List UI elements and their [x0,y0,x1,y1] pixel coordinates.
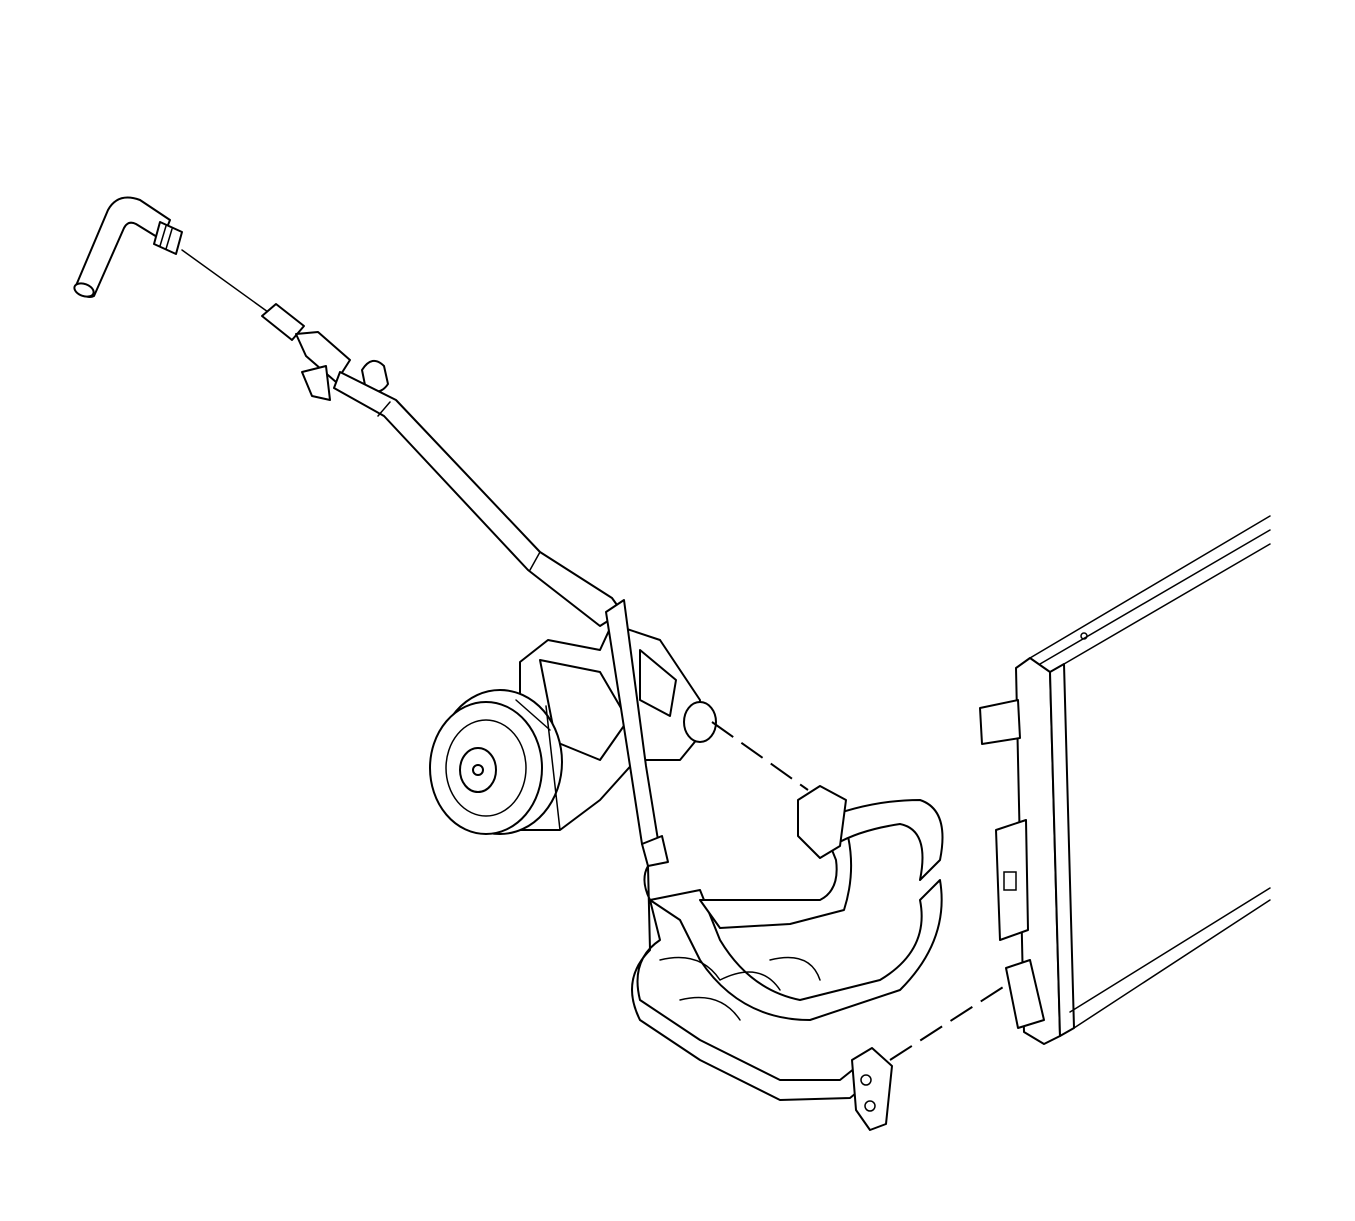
discharge-tube [605,599,669,867]
condenser [979,515,1271,1045]
alignment-line-condenser [889,979,1015,1061]
muffler-hose-assembly [631,785,944,1131]
ac-compressor [429,623,717,835]
suction-tube [333,371,623,627]
alignment-line-compressor [711,721,809,791]
alignment-line-upper [181,249,269,313]
upper-pipe-elbow [73,196,183,298]
